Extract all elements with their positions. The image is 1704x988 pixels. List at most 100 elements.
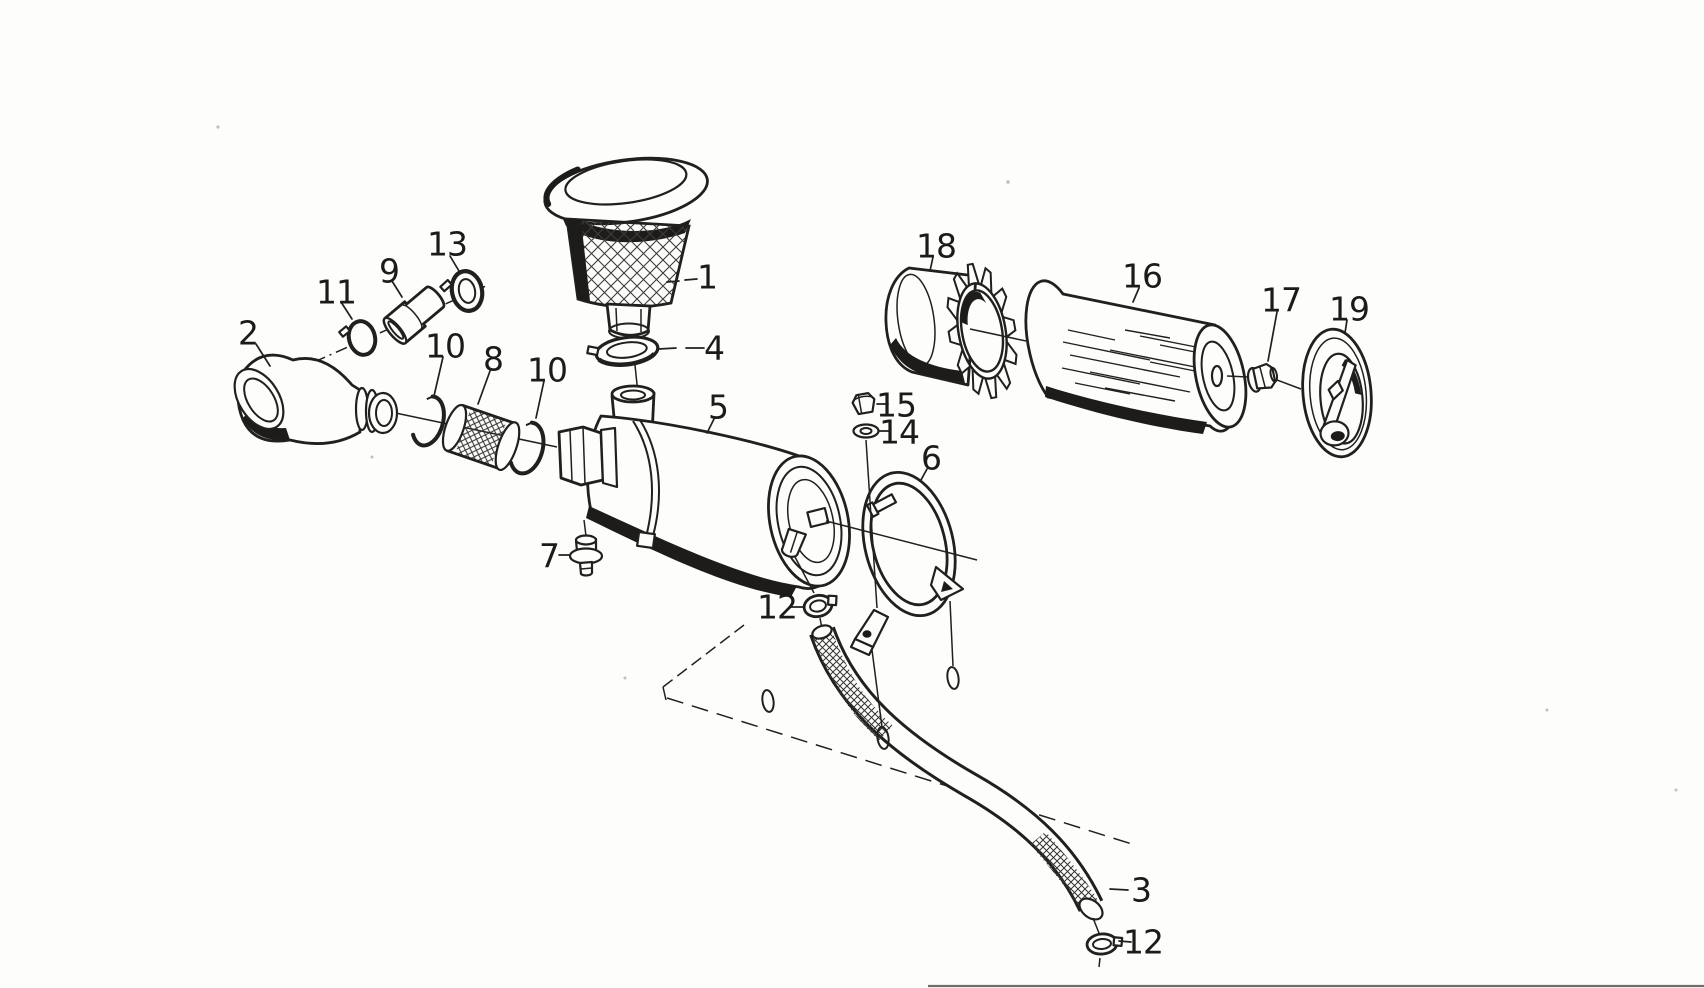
part-2-shadow [243, 410, 290, 441]
part-3-end-bottom [1078, 897, 1104, 921]
part-17-axis-left [1226, 375, 1249, 378]
part-1-mesh-shadow [567, 219, 590, 301]
part-15-nut [851, 392, 876, 416]
part-3-braid-top [812, 628, 893, 741]
speck-6 [1674, 788, 1678, 792]
callout-label-15: 15 [876, 386, 916, 425]
leader-5 [706, 418, 715, 434]
callout-label-18: 18 [916, 227, 956, 266]
part-2-mouth-outer [233, 367, 285, 431]
part-16-shadow [1045, 386, 1207, 434]
part-17-axis-right [1276, 379, 1302, 390]
callout-label-12-lower: 12 [1123, 923, 1163, 962]
part-8-end-right [494, 421, 521, 472]
callout-label-5: 5 [708, 388, 728, 427]
part-6-foot-left-base [849, 637, 875, 657]
part-5-drain-stub [780, 527, 807, 558]
part-18-vane-ring [938, 259, 1026, 404]
clamp-upper-link-1 [794, 556, 815, 594]
part-7-washer [568, 547, 604, 565]
part-12-hose-clamp-upper [794, 556, 838, 630]
left-foot-to-slot-line [871, 649, 883, 728]
part-1-filter-cap [543, 156, 709, 340]
part-19-cover-rim [1309, 337, 1368, 451]
part-5-shadow [586, 506, 797, 597]
part-2-intake-elbow [233, 353, 399, 445]
part-2-socket-bore [375, 399, 393, 427]
part-9-sleeve [382, 285, 446, 345]
mount-slot-1 [761, 689, 775, 713]
callout-label-12-upper: 12 [757, 588, 797, 627]
leader-8 [477, 370, 491, 405]
callout-label-11: 11 [316, 273, 356, 312]
part-14-washer-body [852, 423, 880, 439]
speck-2 [1006, 180, 1010, 184]
mount-plane-corner [662, 686, 667, 701]
part-18-opening-shadow [961, 291, 987, 326]
part-16-filter-element [1024, 279, 1248, 434]
part-1-lid-top [564, 158, 688, 206]
speck-5 [1545, 708, 1549, 712]
callout-label-2: 2 [238, 314, 258, 353]
clamp-lower-link [1092, 917, 1100, 934]
part-16-end-ring [1200, 340, 1236, 412]
part-11-ring-body [346, 319, 378, 357]
part-19-end-cover [1301, 327, 1373, 459]
part-14-washer-hole [859, 427, 873, 435]
part-5-inlet-facet-1 [582, 426, 586, 485]
callout-label-10-right: 10 [527, 351, 567, 390]
part-11-ear [338, 325, 352, 338]
part-7-assembly-line [583, 519, 587, 537]
callout-leaders [255, 255, 1348, 943]
part-7-thread [580, 567, 593, 570]
alignment-lines [761, 439, 978, 750]
part-5-drain-stub-facet [789, 531, 799, 553]
callout-label-9: 9 [379, 252, 399, 291]
part-8-edges [446, 403, 516, 471]
part-15-nut-facet [857, 394, 863, 414]
part-4-lower-edge [597, 352, 657, 367]
part-10a-hook [426, 395, 434, 401]
callout-label-4: 4 [704, 329, 724, 368]
clamp-lower-tick [1098, 957, 1101, 968]
part-5-top-stub-bore [620, 389, 646, 401]
part-5-inlet-facet-2 [569, 429, 573, 482]
body-to-band-line [825, 520, 978, 561]
part-10b-hook [525, 421, 533, 427]
leader-3 [1109, 888, 1129, 891]
leader-10b [535, 380, 545, 419]
part-5-cleaner-body [557, 384, 851, 597]
part-5-inlet-flange [557, 425, 605, 487]
part-5-outlet-square [806, 506, 830, 529]
part-1-neck [605, 302, 652, 337]
part-2-mouth-inner [243, 377, 279, 423]
leader-18 [929, 256, 934, 272]
part-7-drain-bolt [568, 519, 604, 577]
callout-label-14: 14 [879, 413, 919, 452]
part-18-axis [969, 328, 1027, 342]
leader-1 [666, 278, 698, 283]
part-6-foot-right-hole [941, 581, 953, 592]
part-17-nut-end [1269, 366, 1279, 383]
part-7-head-top [574, 534, 598, 546]
leader-17 [1267, 311, 1278, 362]
callout-label-16: 16 [1122, 257, 1162, 296]
part-19-hub-bore [1330, 431, 1345, 442]
part-6-foot-right [929, 565, 965, 602]
leader-19 [1344, 319, 1348, 334]
mount-slot-3 [946, 666, 960, 690]
part-15-nut-top [851, 395, 876, 404]
part-1-lid-edge-dark [543, 166, 581, 207]
part-10b-ring [508, 420, 546, 476]
part-12a-bore [809, 599, 827, 613]
part-9-bore [387, 320, 405, 340]
part-5-seam-buckle [636, 530, 656, 550]
part-1-neck-facet-1 [615, 307, 618, 332]
part-18-precleaner-drum [884, 259, 1027, 404]
part-5-inlet-collar [599, 426, 619, 489]
part-17-nut-facet [1259, 366, 1267, 388]
callout-label-8: 8 [483, 340, 503, 379]
leader-16 [1132, 287, 1140, 303]
